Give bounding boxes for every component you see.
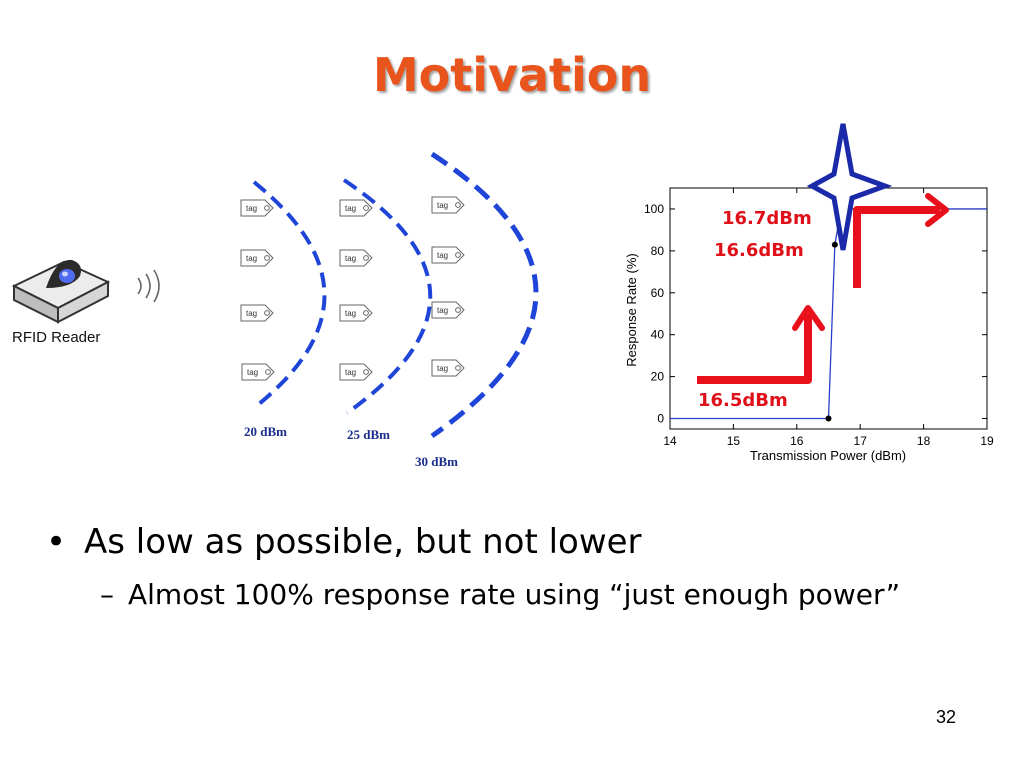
rfid-tag-icon: tag <box>339 363 373 381</box>
x-tick-label: 15 <box>727 434 741 448</box>
tag-label: tag <box>246 204 257 213</box>
rfid-tag-icon: tag <box>241 363 275 381</box>
bullet-text-1: As low as possible, but not lower <box>84 522 642 562</box>
tag-label: tag <box>437 251 448 260</box>
y-tick-label: 0 <box>657 412 664 426</box>
tag-label: tag <box>437 201 448 210</box>
tag-label: tag <box>345 204 356 213</box>
response-rate-chart: 14 15 16 17 18 19 0 20 40 60 80 100 Transmission P… <box>624 123 994 463</box>
sub-bullet-text-1: Almost 100% response rate using “just en… <box>128 578 901 611</box>
power-label-30dbm: 30 dBm <box>415 454 458 469</box>
rfid-reader-label: RFID Reader <box>12 329 100 346</box>
rfid-tag-icon: tag <box>240 249 274 267</box>
x-tick-label: 17 <box>854 434 868 448</box>
tag-label: tag <box>437 306 448 315</box>
rfid-tag-icon: tag <box>431 359 465 377</box>
tag-label: tag <box>437 364 448 373</box>
bullet-marker: • <box>46 522 67 562</box>
range-arc-25dbm <box>342 178 433 415</box>
power-label-25dbm: 25 dBm <box>347 427 390 442</box>
y-tick-label: 80 <box>651 244 665 258</box>
range-arc-30dbm <box>430 151 539 439</box>
tag-label: tag <box>246 309 257 318</box>
y-tick-label: 20 <box>651 370 665 384</box>
rfid-tag-icon: tag <box>339 304 373 322</box>
tag-label: tag <box>247 368 258 377</box>
annotation-16-7dbm: 16.7dBm <box>722 208 812 229</box>
rfid-tag-icon: tag <box>431 301 465 319</box>
bullet-list: • As low as possible, but not lower – Al… <box>44 522 900 611</box>
rfid-tags: tag tag tag tag tag tag tag tag tag tag tag tag <box>240 196 465 381</box>
tag-label: tag <box>246 254 257 263</box>
rfid-reader-icon <box>11 259 111 324</box>
y-axis: 0 20 40 60 80 100 <box>644 202 987 426</box>
x-tick-label: 14 <box>663 434 677 448</box>
rfid-power-diagram: RFID Reader tagtagtagtagtagtagtagtagtagt… <box>11 151 539 469</box>
star-icon <box>806 123 893 251</box>
slide-title: Motivation <box>372 48 652 102</box>
sub-bullet-item-1: – Almost 100% response rate using “just … <box>44 578 900 611</box>
plot-area <box>669 187 988 430</box>
sub-bullet-marker: – <box>100 578 114 611</box>
rfid-tag-icon: tag <box>339 199 373 217</box>
x-tick-label: 19 <box>980 434 994 448</box>
y-tick-label: 40 <box>651 328 665 342</box>
annotation-16-5dbm: 16.5dBm <box>698 390 788 411</box>
tag-label: tag <box>345 309 356 318</box>
rfid-tag-icon: tag <box>339 249 373 267</box>
power-label-20dbm: 20 dBm <box>244 424 287 439</box>
tag-label: tag <box>345 254 356 263</box>
data-point-marker <box>831 241 838 248</box>
signal-waves-icon <box>137 269 160 303</box>
rfid-tag-icon: tag <box>431 246 465 264</box>
right-arrow-high <box>853 193 949 288</box>
x-tick-label: 18 <box>917 434 931 448</box>
range-arc-20dbm <box>252 180 327 410</box>
x-tick-label: 16 <box>790 434 804 448</box>
data-point-marker <box>825 415 832 422</box>
tag-label: tag <box>345 368 356 377</box>
y-tick-label: 100 <box>644 202 664 216</box>
rfid-tag-icon: tag <box>431 196 465 214</box>
bullet-item-1: • As low as possible, but not lower <box>44 522 900 562</box>
x-axis: 14 15 16 17 18 19 <box>663 188 994 448</box>
y-axis-title: Response Rate (%) <box>624 253 639 366</box>
rfid-tag-icon: tag <box>240 304 274 322</box>
annotation-16-6dbm: 16.6dBm <box>714 240 804 261</box>
rfid-tag-icon: tag <box>240 199 274 217</box>
up-arrow-low <box>697 305 825 384</box>
x-axis-title: Transmission Power (dBm) <box>750 448 906 463</box>
page-number: 32 <box>936 707 957 727</box>
y-tick-label: 60 <box>651 286 665 300</box>
